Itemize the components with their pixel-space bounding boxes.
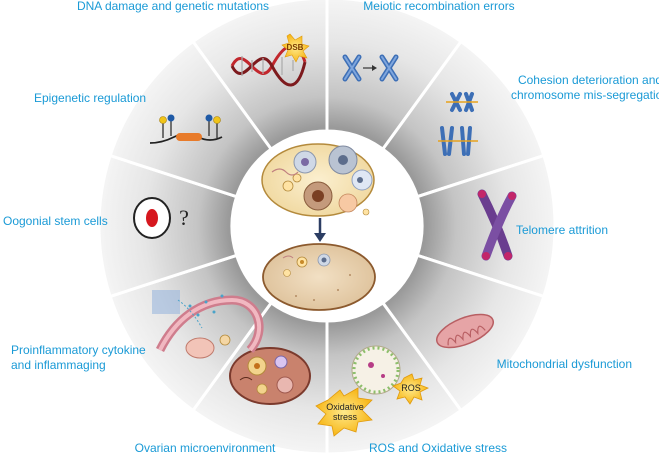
label-telomere: Telomere attrition — [516, 223, 608, 237]
label-meiotic: Meiotic recombination errors — [363, 0, 514, 13]
young-ovary-icon — [261, 143, 375, 217]
label-ovarian: Ovarian microenvironment — [135, 441, 276, 455]
stem-cell-question-icon: ? — [133, 197, 189, 239]
mitochondrion-icon — [436, 313, 494, 349]
label-dna: DNA damage and genetic mutations — [77, 0, 269, 13]
ros-burst-label: ROS — [401, 383, 421, 393]
histone-marks-icon — [149, 114, 223, 144]
chromosome-telomere-icon — [477, 189, 517, 261]
dsb-label: DSB — [287, 43, 304, 52]
oxidative-line-2: stress — [333, 412, 358, 422]
transition-arrow-icon — [314, 218, 326, 242]
aged-ovary-icon — [262, 243, 376, 311]
uterus-tube-icon — [152, 290, 264, 359]
sector-labels: DNA damage and genetic mutations Meiotic … — [3, 0, 659, 455]
chromosome-segregation-icon — [438, 92, 478, 156]
question-mark: ? — [179, 205, 189, 230]
ovary-icon — [229, 347, 311, 405]
dna-helix-icon: DSB — [230, 33, 310, 87]
label-ros: ROS and Oxidative stress — [369, 441, 507, 455]
label-epigenetic: Epigenetic regulation — [34, 91, 146, 105]
oocyte-ros-icon: Oxidative stress ROS — [315, 345, 429, 437]
label-mito: Mitochondrial dysfunction — [497, 357, 632, 371]
label-oogonial: Oogonial stem cells — [3, 214, 108, 228]
chromosome-pair-icon — [342, 54, 399, 82]
oxidative-line-1: Oxidative — [326, 402, 364, 412]
